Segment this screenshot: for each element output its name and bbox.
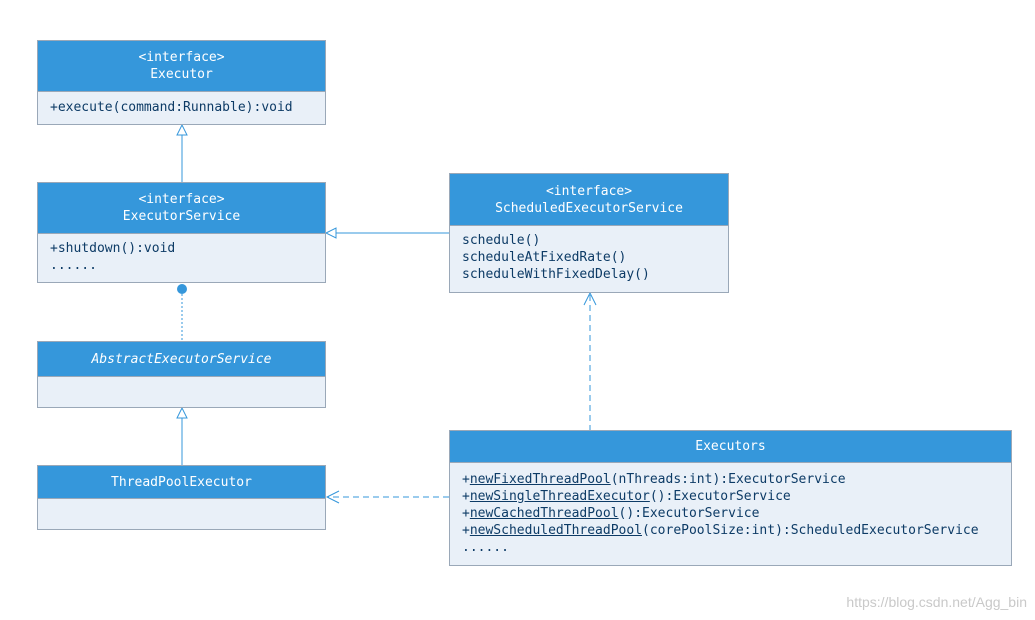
thread-pool-executor-header: ThreadPoolExecutor: [38, 466, 325, 499]
hollow-arrowhead: [324, 227, 337, 239]
thread-pool-executor-class-box[interactable]: ThreadPoolExecutor: [37, 465, 326, 530]
executor-service-methods: +shutdown():void ......: [38, 234, 325, 278]
method-item: +newSingleThreadExecutor():ExecutorServi…: [462, 489, 791, 504]
stereotype-label: <interface>: [138, 192, 225, 207]
method-ellipsis: ......: [462, 540, 509, 555]
method-name: newCachedThreadPool: [469, 506, 619, 521]
lollipop-dot: [177, 284, 187, 294]
method-item: scheduleWithFixedDelay(): [462, 267, 650, 282]
scheduled-executor-service-methods: schedule() scheduleAtFixedRate() schedul…: [450, 226, 728, 287]
executor-service-class-box[interactable]: <interface> ExecutorService +shutdown():…: [37, 182, 326, 283]
hollow-arrowhead: [176, 123, 188, 136]
executors-methods: +newFixedThreadPool(nThreads:int):Execut…: [450, 463, 1011, 560]
executor-header: <interface> Executor: [38, 41, 325, 92]
method-name: newFixedThreadPool: [469, 472, 611, 487]
method-item: +newScheduledThreadPool(corePoolSize:int…: [462, 523, 979, 538]
abstract-executor-service-class-box[interactable]: AbstractExecutorService: [37, 341, 326, 408]
open-arrowhead: [583, 291, 597, 306]
executors-class-box[interactable]: Executors +newFixedThreadPool(nThreads:i…: [449, 430, 1012, 566]
executor-service-header: <interface> ExecutorService: [38, 183, 325, 234]
method-item: +newCachedThreadPool():ExecutorService: [462, 506, 760, 521]
class-name: ThreadPoolExecutor: [111, 474, 252, 490]
method-item: +newFixedThreadPool(nThreads:int):Execut…: [462, 472, 846, 487]
open-arrowhead: [325, 490, 340, 504]
executors-header: Executors: [450, 431, 1011, 463]
method-name: newSingleThreadExecutor: [469, 489, 650, 504]
method-item: schedule(): [462, 233, 541, 248]
method-name: newScheduledThreadPool: [469, 523, 643, 538]
class-name: ExecutorService: [122, 209, 241, 224]
hollow-arrowhead: [176, 406, 188, 419]
executor-class-box[interactable]: <interface> Executor +execute(command:Ru…: [37, 40, 326, 125]
stereotype-label: <interface>: [138, 50, 225, 65]
method-item: ......: [50, 258, 97, 273]
class-name: ScheduledExecutorService: [495, 200, 683, 216]
scheduled-executor-service-header: <interface> ScheduledExecutorService: [450, 174, 728, 226]
class-name: AbstractExecutorService: [91, 351, 272, 367]
watermark-text: https://blog.csdn.net/Agg_bin: [846, 594, 1027, 610]
stereotype-label: <interface>: [545, 183, 633, 199]
executor-methods: +execute(command:Runnable):void: [38, 92, 325, 120]
method-item: +execute(command:Runnable):void: [50, 100, 293, 115]
class-name: Executors: [695, 439, 766, 454]
scheduled-executor-service-class-box[interactable]: <interface> ScheduledExecutorService sch…: [449, 173, 729, 293]
abstract-executor-service-header: AbstractExecutorService: [38, 342, 325, 377]
method-item: scheduleAtFixedRate(): [462, 250, 627, 265]
class-name: Executor: [150, 67, 213, 82]
method-item: +shutdown():void: [50, 241, 176, 256]
